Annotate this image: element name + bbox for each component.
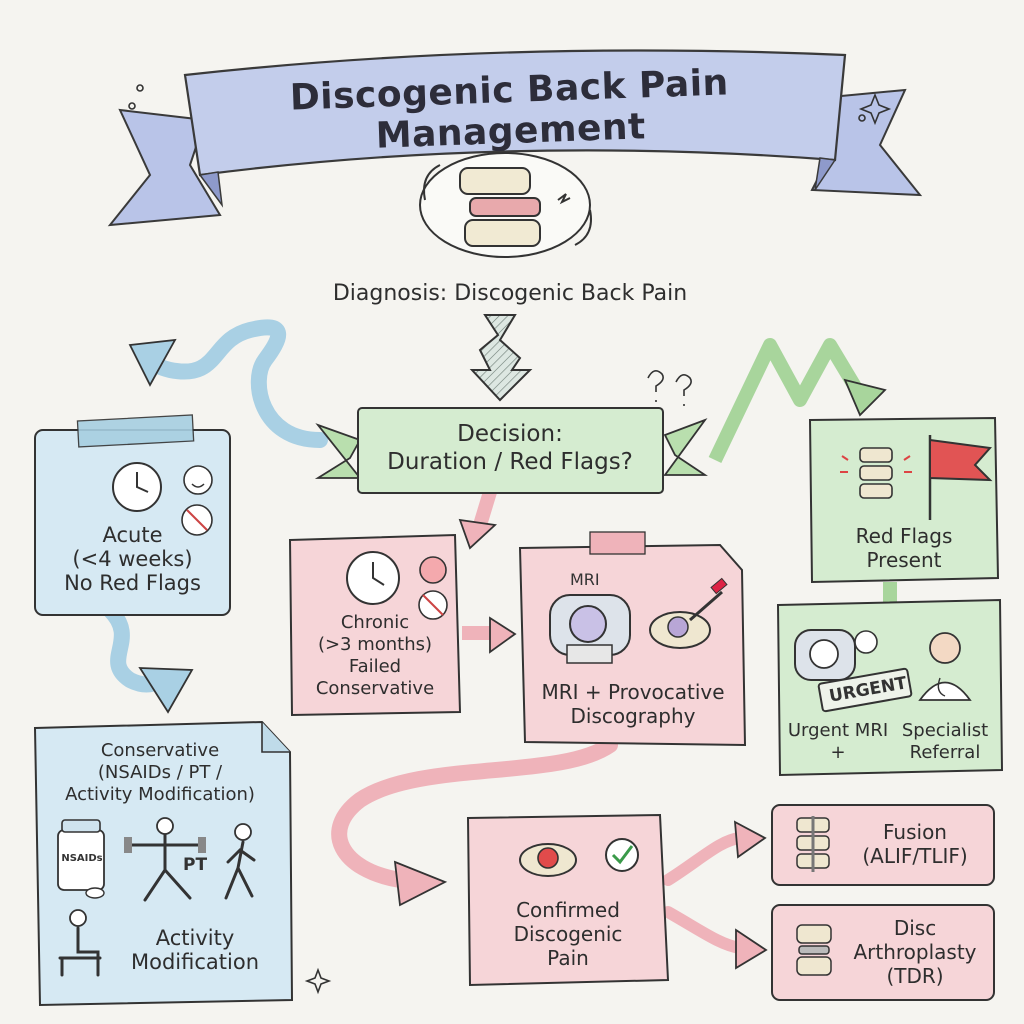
exercise-figure-icon: [124, 817, 206, 902]
chronic-label: Chronic (>3 months) Failed Conservative: [315, 612, 435, 699]
pt-label: PT: [183, 855, 208, 875]
fusion-label: Fusion (ALIF/TLIF): [862, 820, 968, 868]
clock-icon: [854, 630, 878, 654]
red-flags-label: Red Flags Present: [855, 524, 953, 572]
checkmark-icon: [605, 838, 639, 872]
fusion-spine-icon: [796, 816, 830, 872]
mri-box: [518, 531, 747, 747]
arrow-chronic-to-mri: [462, 616, 517, 654]
arrow-mri-to-confirmed: [331, 737, 618, 907]
arrow-diagnosis-to-decision: [469, 314, 533, 402]
frown-icon: [419, 556, 447, 584]
seated-person-icon: [58, 909, 102, 977]
mri-tag: MRI: [570, 570, 600, 589]
spine-disc-icon: [419, 152, 592, 258]
arrow-decision-to-acute: [128, 319, 328, 448]
doctor-icon: [918, 632, 972, 701]
arrow-confirmed-to-fusion: [662, 820, 767, 886]
arrow-confirmed-to-arthroplasty: [662, 906, 768, 970]
urgent-mri-label: Urgent MRI +: [787, 720, 889, 763]
red-flags-box: [808, 416, 1000, 584]
arthroplasty-box: [771, 904, 995, 1001]
activity-label: Activity Modification: [131, 926, 259, 974]
walking-figure-icon: [224, 823, 256, 900]
urgent-box: [776, 598, 1004, 777]
conservative-heading: Conservative (NSAIDs / PT / Activity Mod…: [65, 740, 255, 805]
decorative-doodles: [128, 84, 892, 995]
title-ribbon: [107, 49, 923, 227]
fusion-box: [771, 804, 995, 886]
chronic-box: [288, 533, 462, 717]
discography-needle-icon: [649, 577, 728, 649]
urgent-stamp: [817, 667, 913, 713]
acute-box: [34, 414, 231, 616]
painful-spine-icon: [840, 447, 912, 499]
smiley-icon: [183, 465, 213, 495]
specialist-referral-label: Specialist Referral: [901, 720, 989, 763]
confirmed-label: Confirmed Discogenic Pain: [513, 898, 623, 970]
mri-machine-icon: [549, 594, 631, 664]
arrow-decision-to-redflags: [708, 338, 887, 464]
arrow-decision-to-chronic: [458, 485, 498, 550]
mri-label: MRI + Provocative Discography: [541, 680, 725, 728]
conservative-box: [33, 720, 294, 1007]
arrow-acute-to-conservative: [102, 602, 194, 714]
arthroplasty-label: Disc Arthroplasty (TDR): [853, 916, 977, 988]
inflamed-disc-icon: [519, 843, 577, 877]
mri-scanner-icon: [794, 629, 856, 681]
diagnosis-label: Diagnosis: Discogenic Back Pain: [332, 281, 688, 306]
decision-banner: [314, 407, 708, 494]
red-flag-icon: [928, 435, 993, 520]
acute-label: Acute (<4 weeks) No Red Flags: [64, 523, 201, 595]
nsaids-label: NSAIDs: [61, 853, 103, 864]
disc-replacement-icon: [796, 924, 832, 976]
confirmed-box: [466, 813, 670, 987]
decision-label: Decision: Duration / Red Flags?: [387, 421, 633, 475]
